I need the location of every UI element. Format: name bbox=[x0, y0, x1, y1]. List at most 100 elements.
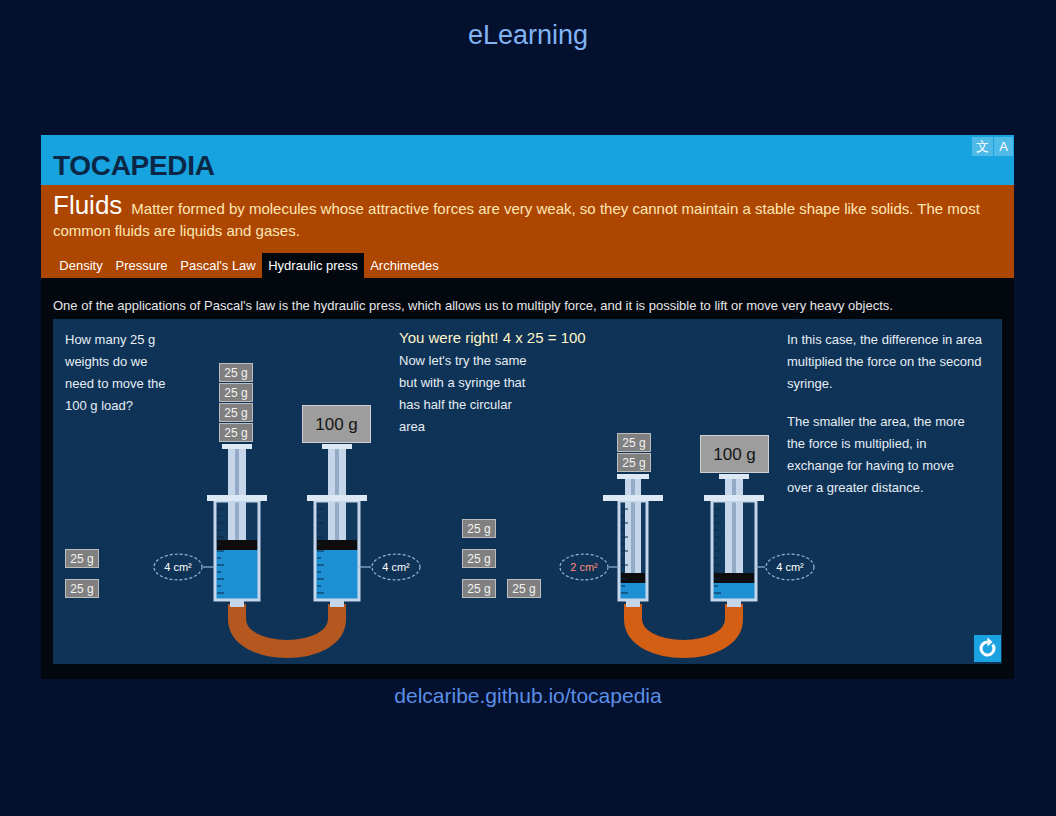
syringe-flange bbox=[307, 495, 367, 501]
plunger-plate bbox=[222, 444, 252, 449]
area-callout: 4 cm² bbox=[765, 553, 815, 581]
plunger-rod-groove bbox=[732, 479, 736, 573]
scale-tick bbox=[621, 509, 628, 510]
scale-tick bbox=[621, 551, 628, 552]
area-ellipse bbox=[372, 554, 420, 580]
page-title: eLearning bbox=[468, 20, 588, 51]
plunger-rod-groove bbox=[335, 449, 339, 540]
restart-arrowhead bbox=[988, 638, 993, 647]
weight-label: 25 g bbox=[467, 523, 490, 535]
band-text: FluidsMatter formed by molecules whose a… bbox=[53, 194, 998, 242]
scale-tick bbox=[317, 544, 321, 545]
plunger-plate bbox=[617, 474, 649, 479]
scale-tick bbox=[714, 572, 718, 573]
scale-tick bbox=[714, 565, 721, 566]
weight-25g: 25 g bbox=[462, 549, 496, 568]
area-ellipse bbox=[766, 554, 814, 580]
button-label: 文 bbox=[976, 140, 989, 153]
plunger-head bbox=[714, 573, 754, 583]
syringe-flange bbox=[207, 495, 267, 501]
instruction-text: In this case, the difference in area mul… bbox=[787, 329, 982, 395]
scale-tick bbox=[317, 593, 324, 594]
scale-tick bbox=[317, 558, 321, 559]
scale-tick bbox=[217, 523, 224, 524]
scale-tick bbox=[217, 530, 221, 531]
syringe-water bbox=[712, 583, 756, 600]
scale-tick bbox=[714, 537, 721, 538]
area-callout: 4 cm² bbox=[371, 553, 421, 581]
weight-25g: 25 g bbox=[65, 579, 99, 598]
syringe bbox=[207, 444, 267, 607]
scale-tick bbox=[714, 593, 721, 594]
plunger-rod bbox=[725, 479, 743, 573]
weight-label: 100 g bbox=[713, 446, 756, 463]
topic-description: Matter formed by molecules whose attract… bbox=[53, 200, 980, 239]
plunger-head bbox=[217, 540, 257, 550]
area-label: 4 cm² bbox=[164, 562, 192, 573]
scale-tick bbox=[714, 544, 718, 545]
scale-tick bbox=[317, 579, 324, 580]
font-size-button: A bbox=[994, 137, 1013, 156]
syringe-nozzle bbox=[626, 600, 640, 607]
tab-label: Density bbox=[59, 259, 102, 272]
scale-tick bbox=[317, 565, 324, 566]
syringe-nozzle bbox=[727, 600, 741, 607]
weight-label: 25 g bbox=[224, 407, 247, 419]
topic-tab: Hydraulic press bbox=[262, 253, 364, 278]
scale-tick bbox=[217, 537, 224, 538]
scale-tick bbox=[621, 558, 625, 559]
scale-tick bbox=[621, 586, 625, 587]
syringe-barrel bbox=[619, 501, 647, 600]
area-ellipse bbox=[154, 554, 202, 580]
instruction-text: You were right! 4 x 25 = 100 bbox=[399, 328, 534, 348]
syringe bbox=[704, 474, 764, 607]
weight-label: 25 g bbox=[622, 457, 645, 469]
weight-25g: 25 g bbox=[507, 579, 541, 598]
weight-25g: 25 g bbox=[462, 579, 496, 598]
scale-tick bbox=[217, 593, 224, 594]
weight-label: 25 g bbox=[224, 387, 247, 399]
weight-25g: 25 g bbox=[219, 363, 253, 382]
title-area: eLearning bbox=[0, 20, 1056, 51]
scale-tick bbox=[217, 544, 221, 545]
tab-label: Pascal's Law bbox=[180, 259, 255, 272]
scale-tick bbox=[317, 537, 324, 538]
scale-tick bbox=[714, 530, 718, 531]
topic-heading: Fluids bbox=[53, 190, 122, 220]
weight-label: 25 g bbox=[70, 583, 93, 595]
scale-tick bbox=[217, 509, 224, 510]
topic-tab: Archimedes bbox=[364, 253, 445, 278]
scale-tick bbox=[317, 572, 321, 573]
leader-line bbox=[359, 566, 371, 567]
scale-tick bbox=[714, 551, 721, 552]
header-bar bbox=[41, 135, 1014, 185]
scale-tick bbox=[217, 572, 221, 573]
plunger-head bbox=[621, 573, 645, 583]
syringe-flange bbox=[704, 495, 764, 501]
syringe-barrel bbox=[215, 501, 259, 600]
syringe-barrel bbox=[315, 501, 359, 600]
plunger-head bbox=[317, 540, 357, 550]
instruction-text: The smaller the area, the more the force… bbox=[787, 411, 982, 499]
caption-area: delcaribe.github.io/tocapedia bbox=[0, 684, 1056, 708]
scale-tick bbox=[217, 551, 224, 552]
weight-25g: 25 g bbox=[617, 433, 651, 452]
topic-tab: Density bbox=[53, 253, 109, 278]
weight-label: 25 g bbox=[467, 553, 490, 565]
leader-line bbox=[609, 566, 619, 567]
weight-label: 25 g bbox=[224, 427, 247, 439]
app-frame bbox=[41, 135, 1014, 679]
syringe-barrel bbox=[712, 501, 756, 600]
tab-label: Archimedes bbox=[370, 259, 439, 272]
syringe bbox=[307, 444, 367, 607]
scale-tick bbox=[714, 523, 721, 524]
instruction-text: Now let's try the same but with a syring… bbox=[399, 350, 534, 438]
plunger-plate bbox=[322, 444, 352, 449]
syringe bbox=[603, 474, 663, 607]
scale-tick bbox=[621, 565, 628, 566]
weight-25g: 25 g bbox=[617, 453, 651, 472]
scale-tick bbox=[621, 579, 628, 580]
topic-tab: Pressure bbox=[109, 253, 174, 278]
connecting-tube bbox=[633, 604, 734, 649]
syringe-water bbox=[619, 583, 647, 600]
